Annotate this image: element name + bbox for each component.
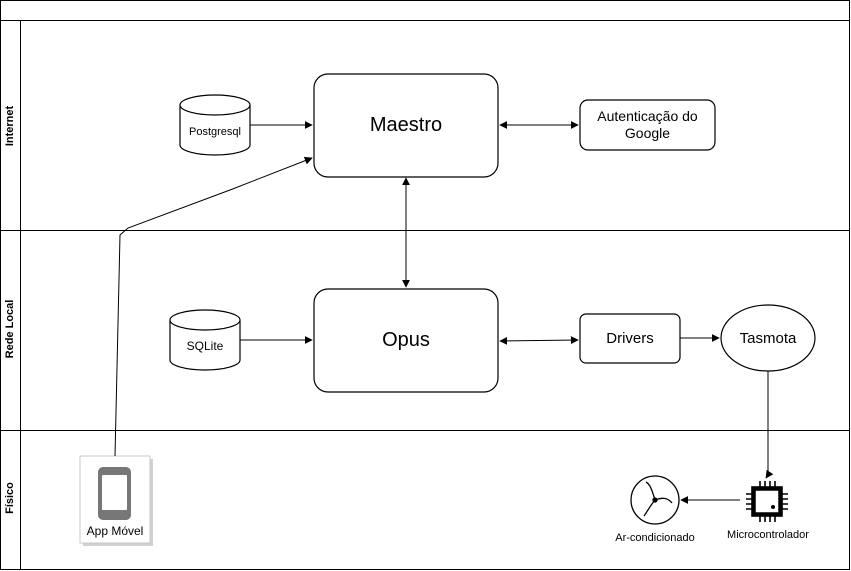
lane-title-internet: Internet xyxy=(4,105,16,147)
connectors xyxy=(114,121,774,504)
lane-title-fisico: Físico xyxy=(4,482,16,514)
lane-title-rede-local: Rede Local xyxy=(4,299,16,359)
tasmota-label: Tasmota xyxy=(739,329,797,347)
postgresql-label: Postgresql xyxy=(189,126,241,138)
microcontroller-label: Microcontrolador xyxy=(727,529,809,541)
opus-box-shape xyxy=(313,288,499,393)
microcontroller-chip-icon xyxy=(746,481,788,522)
drivers-label: Drivers xyxy=(606,330,654,347)
maestro-label: Maestro xyxy=(369,114,443,136)
opus-label: Opus xyxy=(382,329,430,351)
sqlite-label: SQLite xyxy=(186,339,224,353)
maestro-box-shape xyxy=(313,73,499,178)
postgresql-database-shape xyxy=(179,94,251,156)
air-conditioner-label: Ar-condicionado xyxy=(615,532,695,544)
sqlite-database-shape xyxy=(169,309,241,371)
air-conditioner-fan-icon xyxy=(630,475,680,525)
mobile-app-card xyxy=(79,455,153,546)
google-auth-label: Autenticação do Google xyxy=(597,108,698,141)
app-label: App Móvel xyxy=(86,524,144,538)
google-auth-box-shape xyxy=(579,99,716,151)
